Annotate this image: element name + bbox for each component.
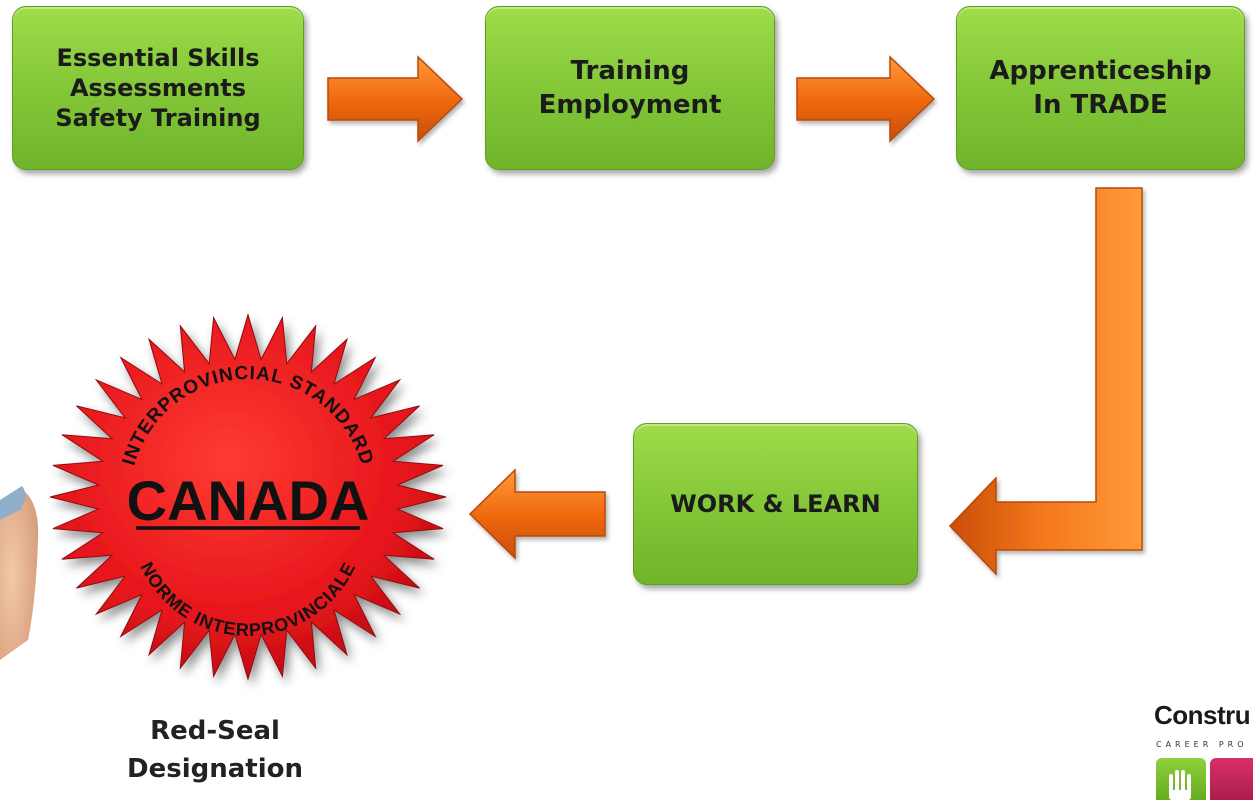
step-1-line-3: Safety Training — [55, 104, 261, 132]
step-2-line-2: Employment — [538, 90, 722, 120]
step-4-label: WORK & LEARN — [670, 490, 881, 518]
arrow-right-1 — [327, 55, 464, 143]
seal-center-text: CANADA — [127, 469, 370, 532]
logo-hand-icon — [1156, 758, 1206, 800]
step-work-learn: WORK & LEARN — [633, 423, 918, 585]
arrow-left — [468, 468, 606, 560]
step-1-line-2: Assessments — [69, 74, 247, 102]
step-training-employment: Training Employment — [485, 6, 775, 170]
step-3-line-2: In TRADE — [1033, 90, 1168, 120]
step-2-line-1: Training — [570, 56, 690, 86]
arrow-elbow — [948, 187, 1143, 576]
step-essential-skills: Essential Skills Assessments Safety Trai… — [12, 6, 304, 170]
logo-red-tile-icon — [1210, 758, 1253, 800]
logo-word: Constru — [1154, 700, 1251, 730]
caption-line-2: Designation — [127, 754, 303, 784]
seal-caption: Red-Seal Designation — [100, 712, 330, 788]
seal-starburst — [49, 313, 447, 681]
arrow-right-2 — [796, 55, 936, 143]
step-apprenticeship: Apprenticeship In TRADE — [956, 6, 1245, 170]
caption-line-1: Red-Seal — [150, 716, 280, 746]
logo-subtitle: CAREER PRO — [1156, 740, 1248, 749]
construction-logo: Constru CAREER PRO — [1150, 700, 1253, 800]
step-1-line-1: Essential Skills — [56, 44, 260, 72]
step-3-line-1: Apprenticeship — [989, 56, 1212, 86]
